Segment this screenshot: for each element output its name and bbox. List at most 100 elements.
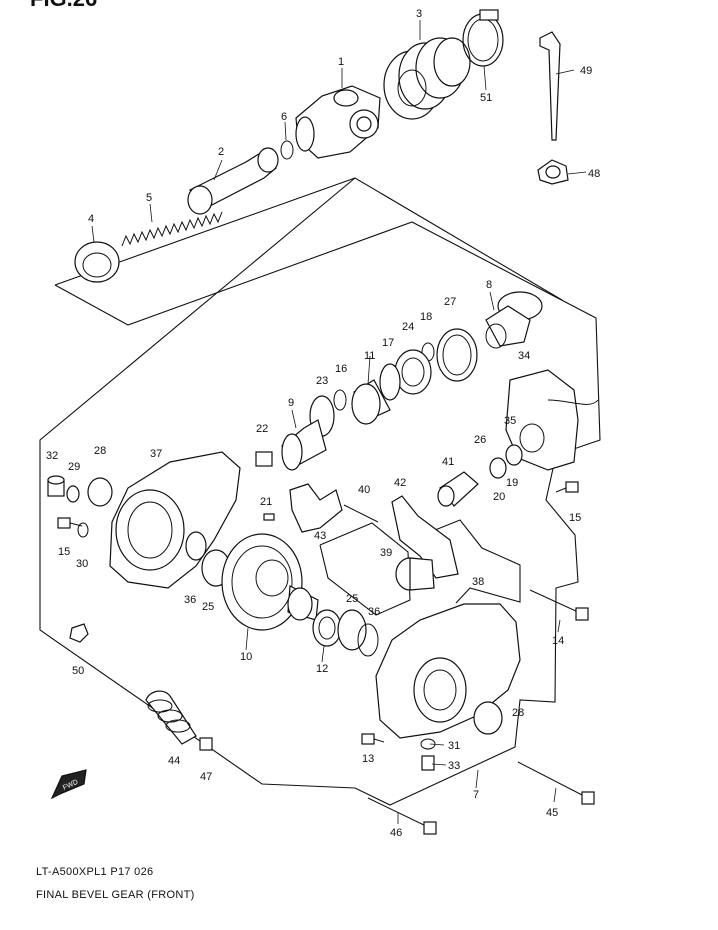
callout-7: 7 <box>473 789 479 801</box>
callout-26: 26 <box>474 434 486 446</box>
callout-9: 9 <box>288 397 294 409</box>
callout-39: 39 <box>380 547 392 559</box>
callout-25b: 25 <box>346 593 358 605</box>
part-4-oil-seal <box>74 241 120 283</box>
part-6-circlip <box>280 140 294 160</box>
part-45-long-bolt <box>517 761 595 805</box>
part-48-clip <box>537 159 569 185</box>
callout-40: 40 <box>358 484 370 496</box>
callout-4: 4 <box>88 213 94 225</box>
callout-2: 2 <box>218 146 224 158</box>
callout-10: 10 <box>240 651 252 663</box>
figure-title: FIG.26 <box>30 0 97 11</box>
part-15a-bolt <box>555 481 579 493</box>
callout-15b: 15 <box>58 546 70 558</box>
part-26-oring <box>489 457 507 479</box>
part-9-pinion-gear <box>281 419 327 471</box>
callout-29: 29 <box>68 461 80 473</box>
callout-8: 8 <box>486 279 492 291</box>
callout-23: 23 <box>316 375 328 387</box>
part-5-spring <box>121 211 223 247</box>
callout-34: 34 <box>518 350 530 362</box>
callout-43: 43 <box>314 530 326 542</box>
part-2-propeller-shaft <box>187 147 279 215</box>
callout-41: 41 <box>442 456 454 468</box>
callout-13: 13 <box>362 753 374 765</box>
diagram-name-caption: FINAL BEVEL GEAR (FRONT) <box>36 889 195 901</box>
callout-47: 47 <box>200 771 212 783</box>
part-24-bearing <box>394 349 432 395</box>
callout-49: 49 <box>580 65 592 77</box>
part-27-ring-inner <box>442 334 472 376</box>
part-37-housing-cover <box>109 451 241 589</box>
leader-lines <box>91 20 587 824</box>
part-27-ring <box>436 328 478 382</box>
part-40-shift-rod <box>343 504 379 523</box>
model-code-caption: LT-A500XPL1 P17 026 <box>36 866 154 878</box>
part-15b-bolt <box>57 517 83 529</box>
callout-19: 19 <box>506 477 518 489</box>
callout-5: 5 <box>146 192 152 204</box>
part-25b-bearing <box>337 609 367 651</box>
callout-48: 48 <box>588 168 600 180</box>
part-36b-shim <box>357 623 379 657</box>
callout-22: 22 <box>256 423 268 435</box>
part-28a-seal <box>87 477 113 507</box>
frame-inner-right <box>409 519 521 604</box>
part-22-needle-bearing <box>255 451 273 467</box>
forward-arrow-icon: FWD <box>50 769 87 800</box>
callout-35: 35 <box>504 415 516 427</box>
part-43-shift-fork <box>289 483 343 533</box>
part-29-washer <box>66 485 80 503</box>
callout-28b: 28 <box>512 707 524 719</box>
callout-25a: 25 <box>202 601 214 613</box>
part-36a-shim <box>185 531 207 561</box>
callout-3: 3 <box>416 8 422 20</box>
part-50-nut <box>69 623 89 643</box>
part-14-long-bolt <box>529 589 589 621</box>
part-28b-seal <box>473 701 503 735</box>
frame-upper <box>54 221 601 806</box>
callout-50: 50 <box>72 665 84 677</box>
callout-36b: 36 <box>368 606 380 618</box>
callout-labels: 1 2 3 4 5 6 7 8 9 10 11 12 13 14 15 15 1… <box>46 8 600 839</box>
part-49-tie-band <box>539 31 561 141</box>
part-20-washer <box>505 444 523 466</box>
callout-38: 38 <box>472 576 484 588</box>
part-41-shift-motor <box>437 471 479 507</box>
callout-11: 11 <box>364 350 375 362</box>
callout-44: 44 <box>168 755 180 767</box>
callout-12: 12 <box>316 663 328 675</box>
part-47-clamp <box>199 737 213 751</box>
part-32-drain-plug <box>47 475 65 497</box>
part-13-bolt <box>361 733 385 745</box>
callout-32: 32 <box>46 450 58 462</box>
callout-6: 6 <box>281 111 287 123</box>
callout-33: 33 <box>448 760 460 772</box>
part-17-spacer <box>379 363 401 401</box>
callout-42: 42 <box>394 477 406 489</box>
part-33-plug <box>421 755 435 771</box>
part-39-sleeve <box>395 557 435 591</box>
callout-21: 21 <box>260 496 272 508</box>
part-16-circlip <box>333 389 347 411</box>
callout-46: 46 <box>390 827 402 839</box>
part-44-breather-boot <box>145 690 197 745</box>
callout-36a: 36 <box>184 594 196 606</box>
part-3-boot <box>383 37 471 120</box>
frame-lower <box>39 177 563 789</box>
callout-27: 27 <box>444 296 456 308</box>
callout-51: 51 <box>480 92 492 104</box>
callout-14: 14 <box>552 635 564 647</box>
part-30-washer <box>77 522 89 538</box>
callout-31: 31 <box>448 740 460 752</box>
part-46-long-bolt <box>367 797 437 835</box>
part-51-boot-clamp <box>462 9 504 67</box>
callout-28a: 28 <box>94 445 106 457</box>
callout-20: 20 <box>493 491 505 503</box>
callout-37: 37 <box>150 448 162 460</box>
part-12-bearing <box>312 609 342 647</box>
callout-17: 17 <box>382 337 394 349</box>
